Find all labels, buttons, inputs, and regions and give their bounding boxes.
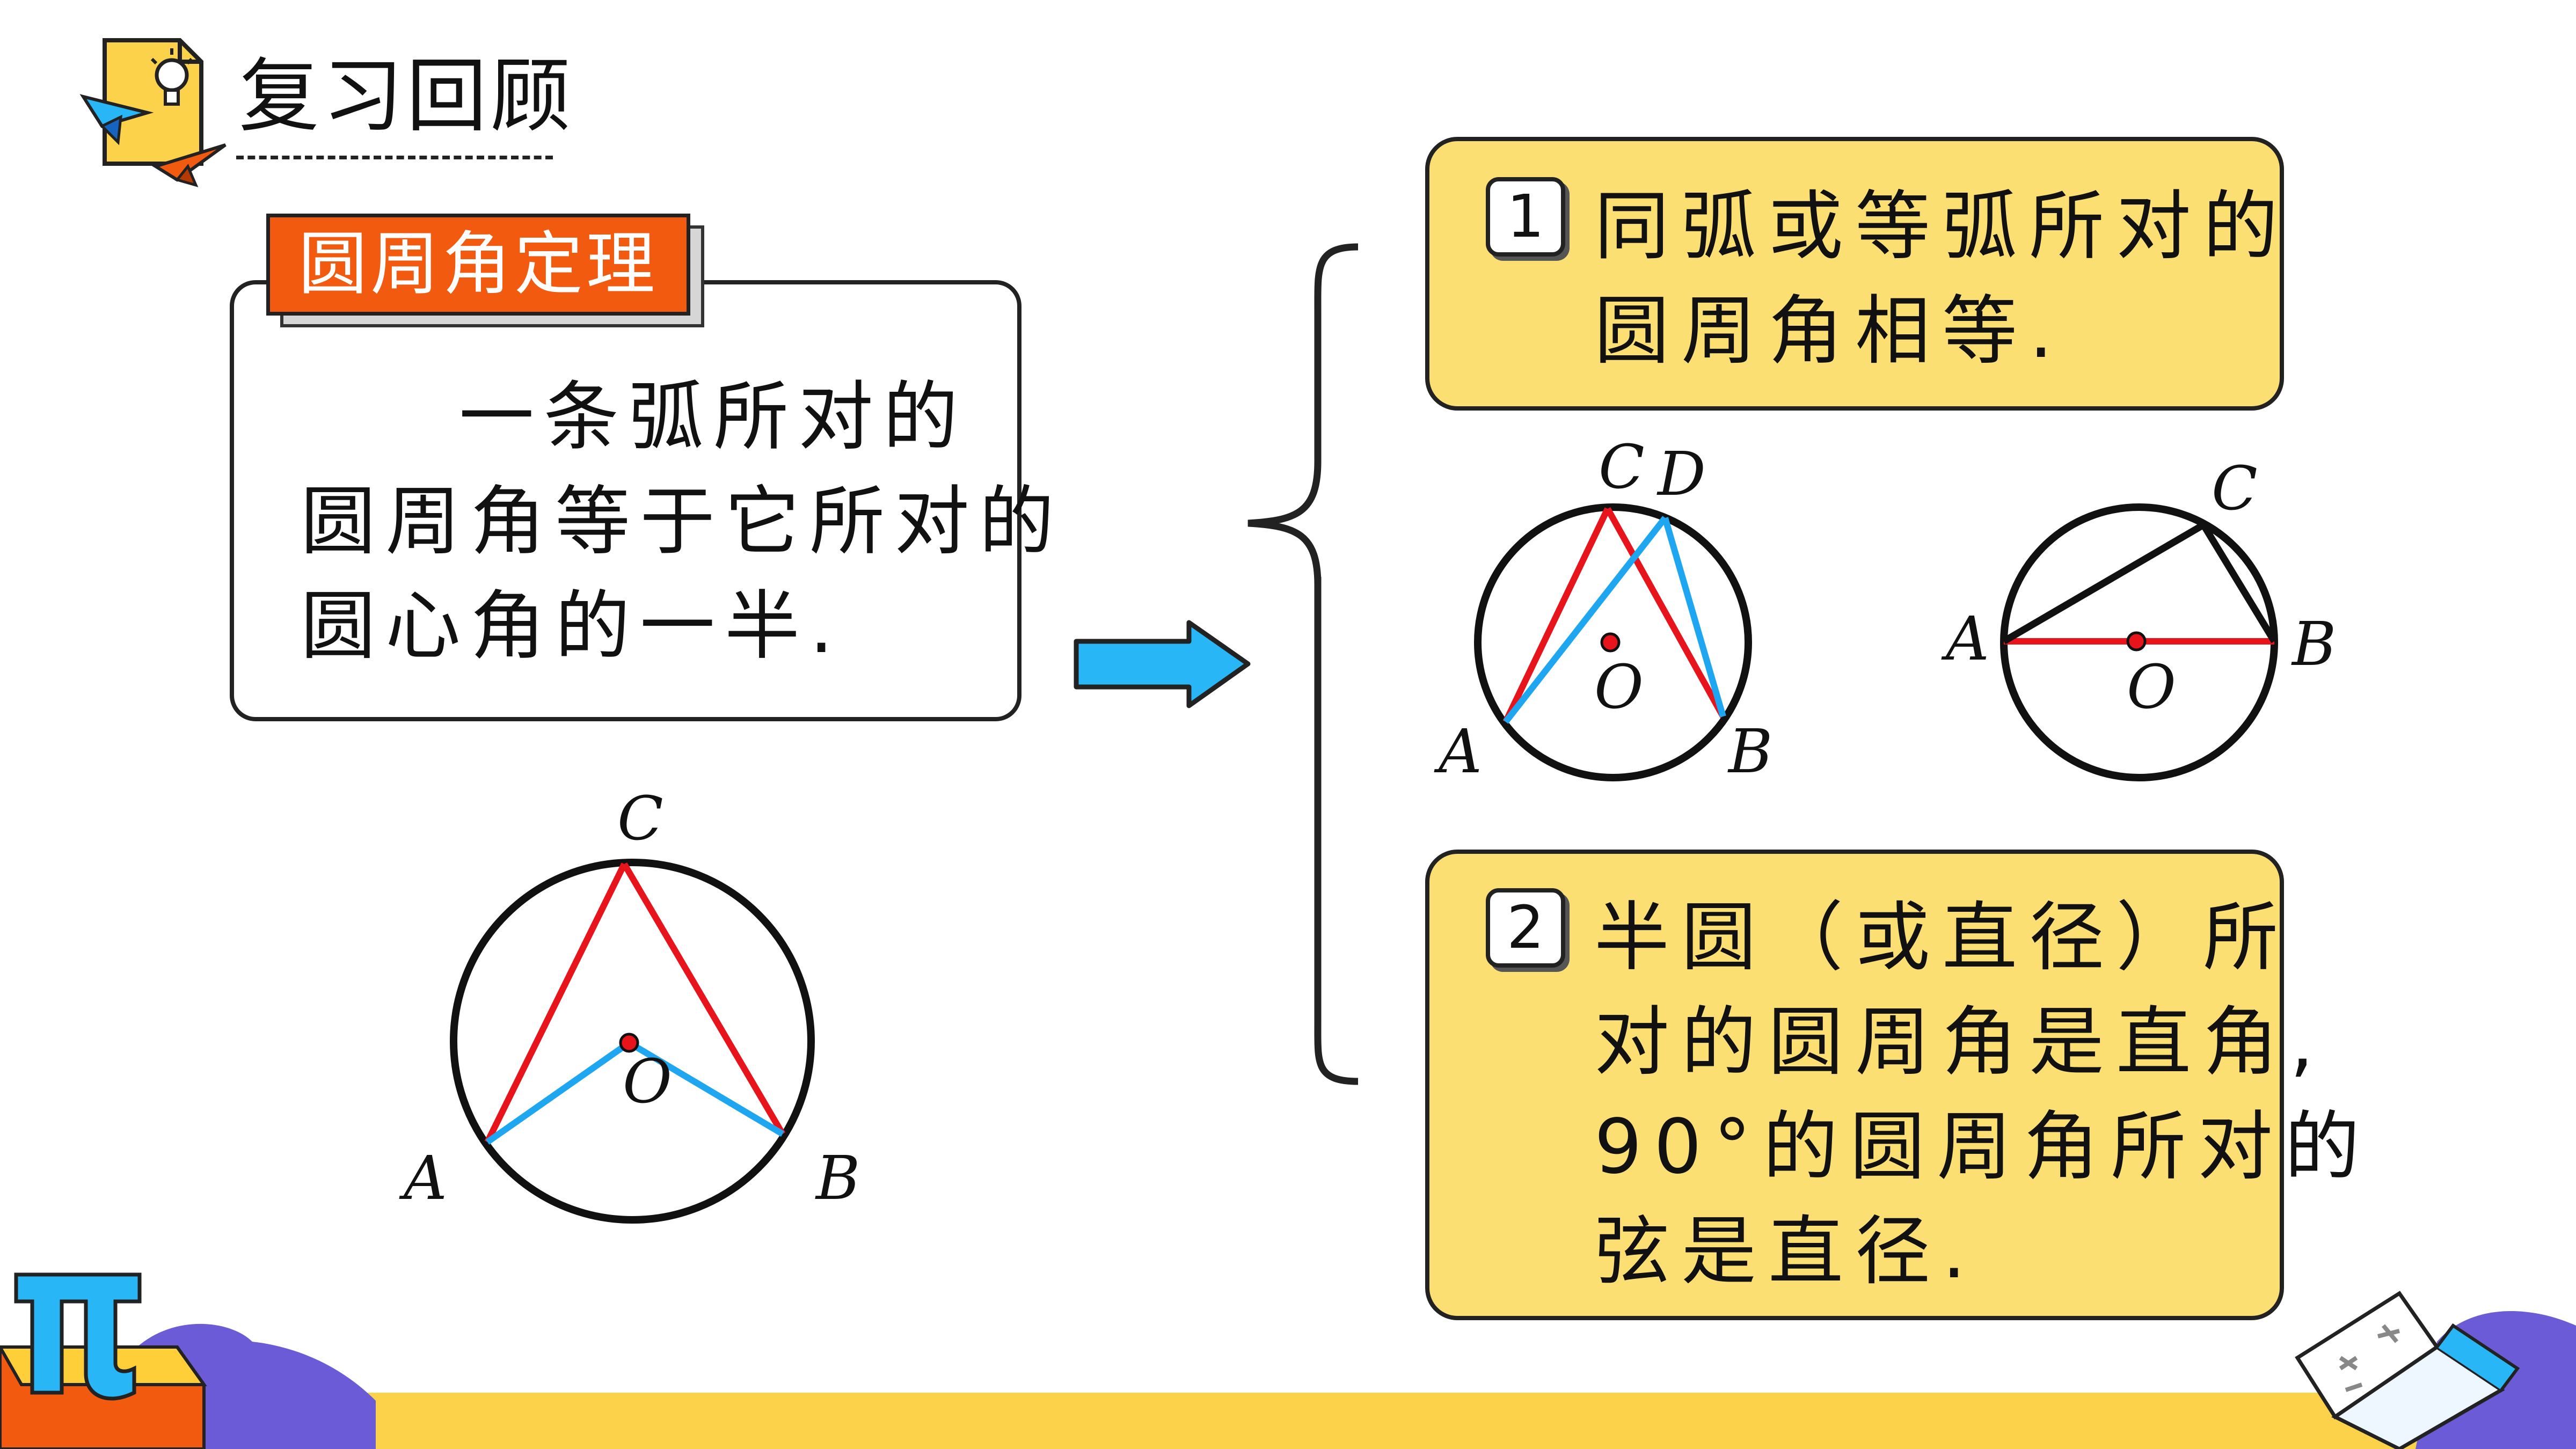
main-label-b: B <box>816 1144 860 1213</box>
corollary-2-box <box>1425 850 2284 1320</box>
main-center-dot <box>619 1033 639 1053</box>
main-label-a: A <box>404 1144 447 1213</box>
bottom-bar <box>0 1393 2576 1449</box>
corollary-1-number: 1 <box>1486 177 1565 257</box>
theorem-label: 圆周角定理 <box>266 214 690 316</box>
arc-label-o: O <box>1594 653 1644 722</box>
theorem-line-2: 圆周角等于它所对的 <box>301 478 1064 566</box>
main-radius-oa <box>485 1040 631 1145</box>
same-arc-circle <box>1474 503 1752 781</box>
corollary-2-text: 半圆（或直径）所 对的圆周角是直角, 90°的圆周角所对的 弦是直径. <box>1594 885 2371 1304</box>
chord-ac <box>2002 522 2206 645</box>
dia-label-b: B <box>2292 610 2337 679</box>
main-label-c: C <box>617 784 663 854</box>
corollary-2-number: 2 <box>1486 888 1565 968</box>
corollary-2-line-4: 弦是直径. <box>1594 1208 1978 1296</box>
lightbulb-paper-plane-icon <box>79 38 227 187</box>
main-chord-ca <box>484 862 627 1144</box>
arc-label-c: C <box>1599 433 1645 502</box>
theorem-line-3: 圆心角的一半. <box>301 583 843 670</box>
dia-label-o: O <box>2127 653 2176 722</box>
arc-label-d: D <box>1658 440 1706 509</box>
dia-label-c: C <box>2212 454 2258 524</box>
corollary-1-text: 同弧或等弧所对的 圆周角相等. <box>1594 174 2290 384</box>
page-title: 复习回顾 <box>239 50 574 143</box>
theorem-box <box>230 280 1021 721</box>
curly-brace-lower <box>1314 577 1359 1085</box>
math-book-icon <box>2295 1291 2576 1449</box>
pi-icon <box>0 1272 376 1449</box>
chord-db <box>1662 517 1726 718</box>
main-circle <box>450 859 815 1224</box>
corollary-1-box <box>1425 137 2284 411</box>
dia-label-a: A <box>1946 604 1989 674</box>
theorem-line-1: 一条弧所对的 <box>459 374 968 461</box>
same-arc-center-dot <box>1600 632 1621 653</box>
chord-cb <box>2200 523 2278 643</box>
corollary-2-line-3: 90°的圆周角所对的 <box>1594 1103 2372 1191</box>
main-radius-ob <box>627 1040 785 1137</box>
arc-label-b: B <box>1728 717 1773 787</box>
curly-brace <box>1247 243 1359 586</box>
chord-da <box>1503 516 1668 724</box>
title-underline <box>236 156 553 159</box>
theorem-text: 一条弧所对的 圆周角等于它所对的 圆心角的一半. <box>301 365 1064 679</box>
main-chord-cb <box>621 862 786 1136</box>
diameter-center-dot <box>2126 631 2147 652</box>
corollary-1-line-1: 同弧或等弧所对的 <box>1594 183 2290 270</box>
main-label-o: O <box>623 1047 672 1117</box>
chord-ca <box>1502 507 1611 723</box>
chord-cb <box>1604 507 1726 718</box>
arc-label-a: A <box>1439 717 1482 787</box>
corollary-2-line-1: 半圆（或直径）所 <box>1594 894 2290 982</box>
corollary-2-line-2: 对的圆周角是直角, <box>1594 999 2326 1086</box>
right-arrow-icon <box>1074 620 1251 708</box>
corollary-1-line-2: 圆周角相等. <box>1594 288 2065 375</box>
